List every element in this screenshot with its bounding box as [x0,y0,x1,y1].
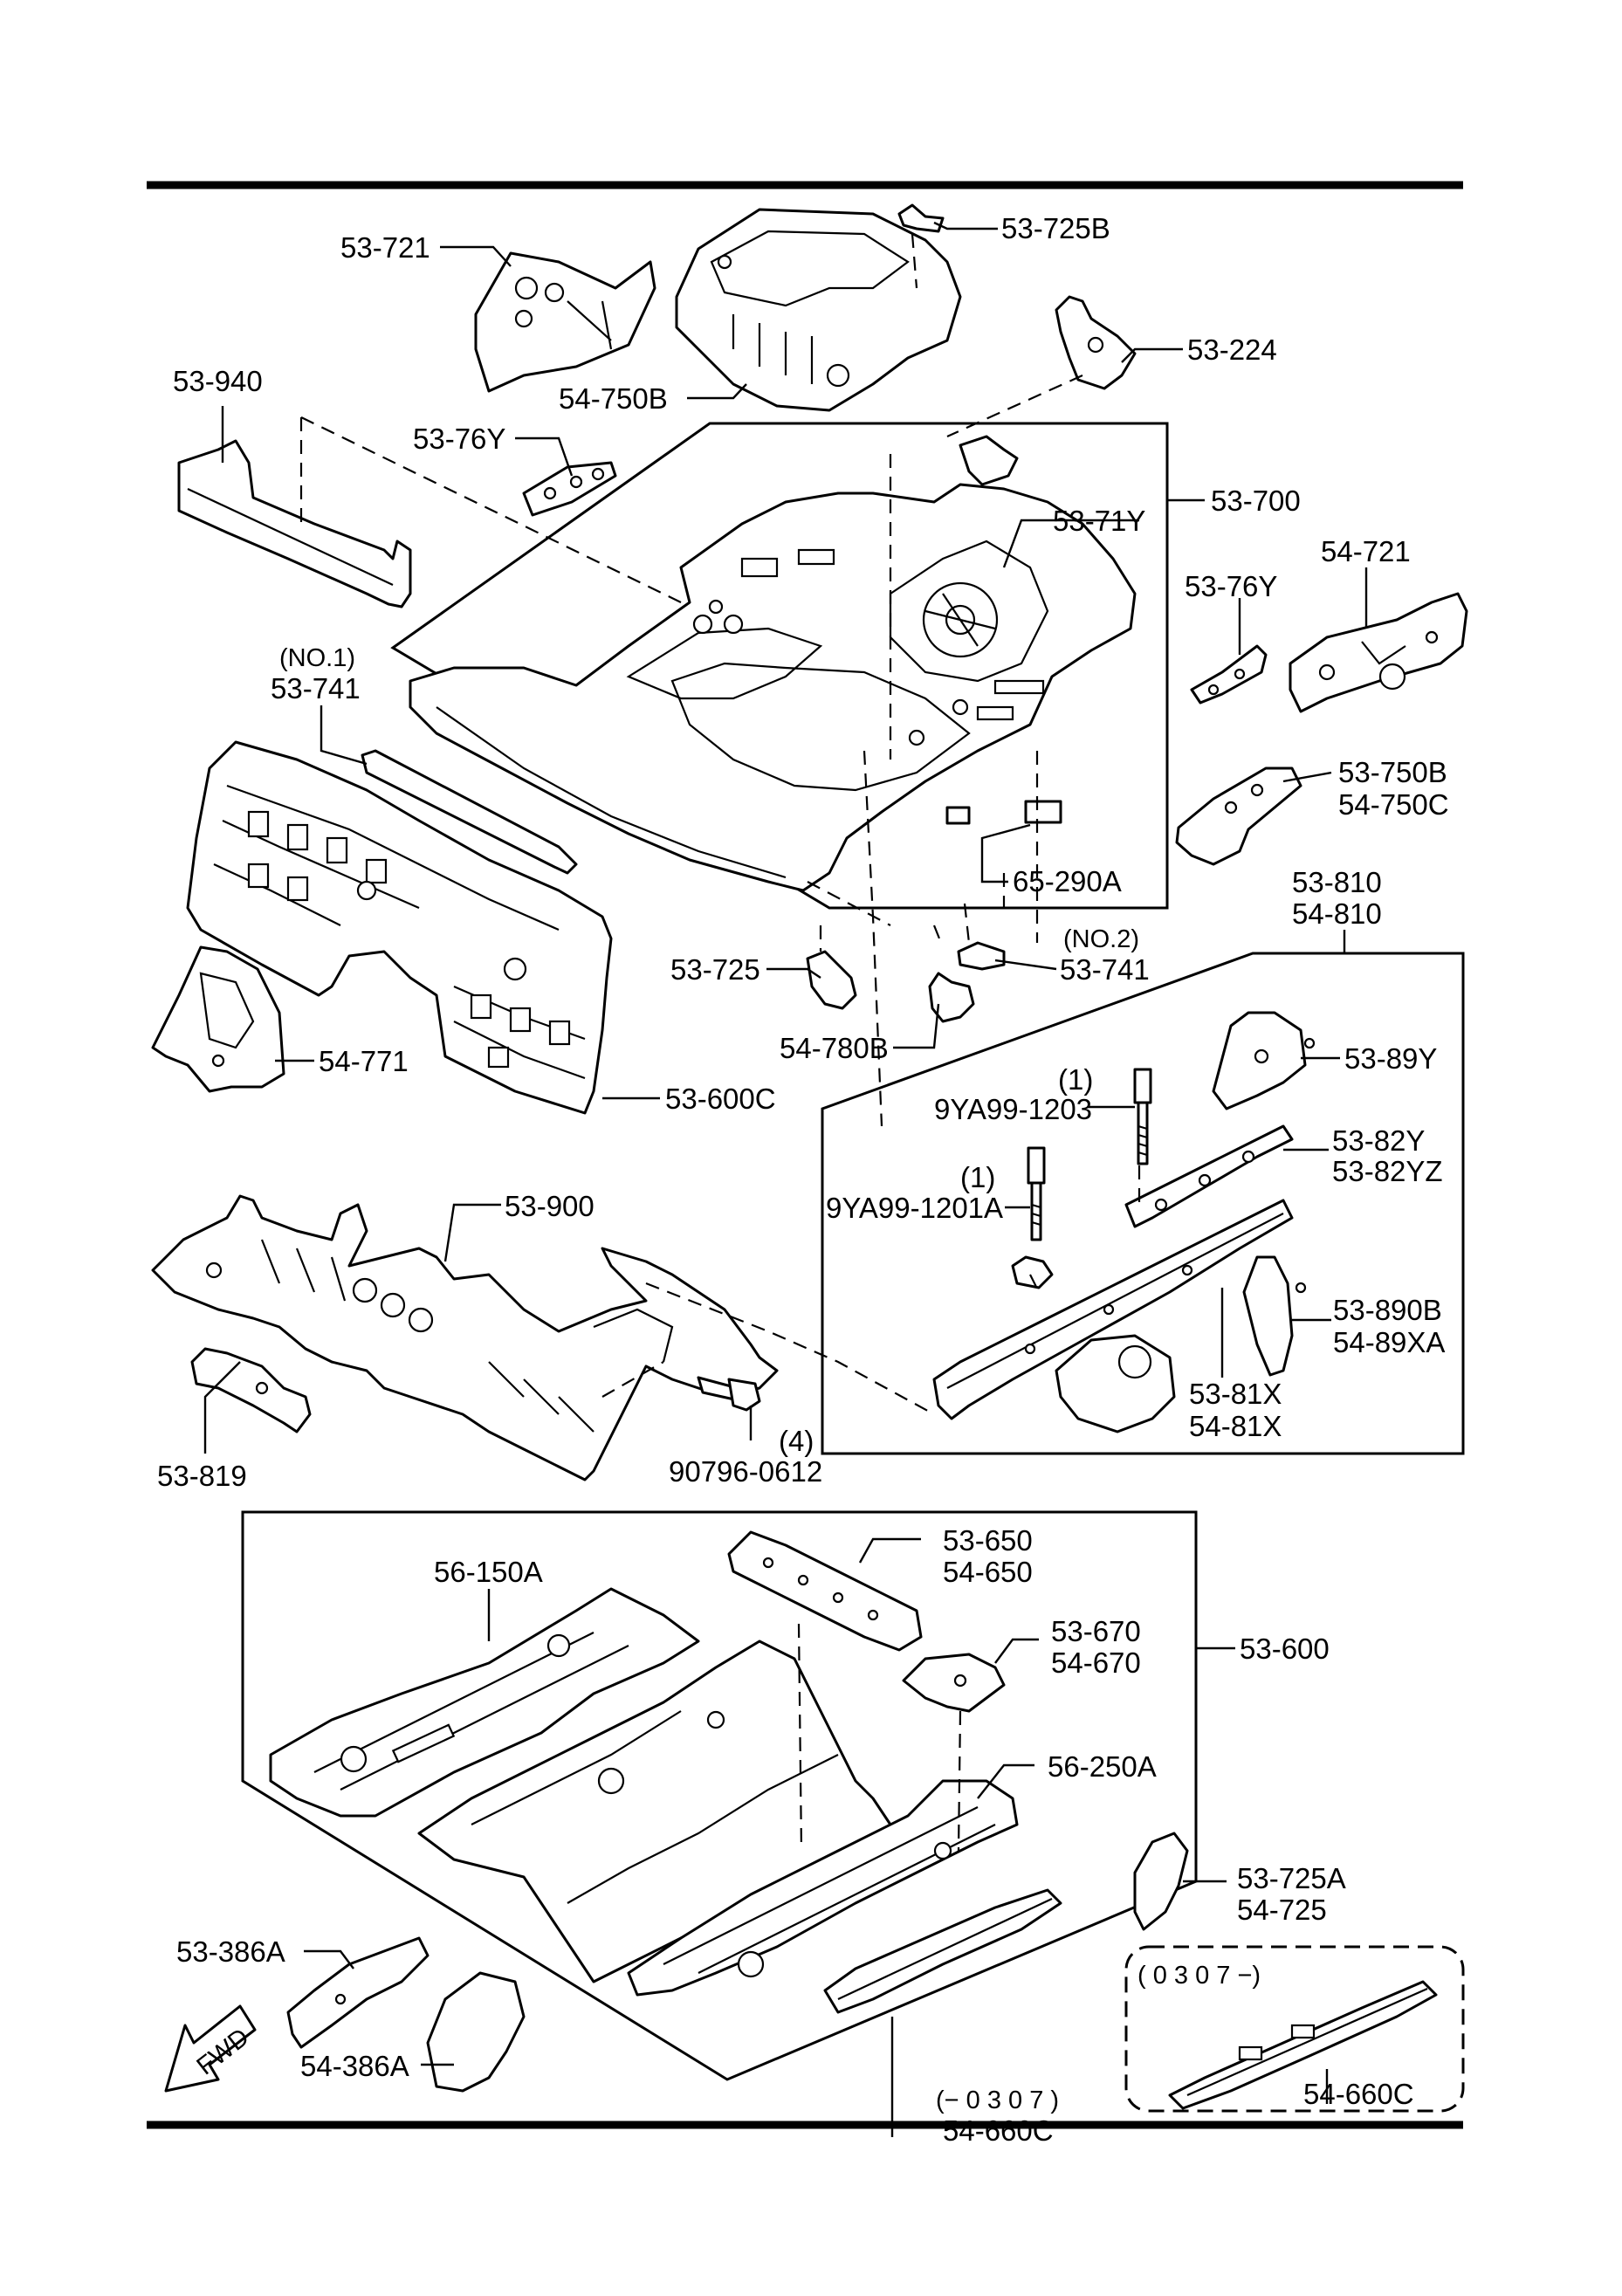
callout-53-741-no2: 53-741 [1060,953,1150,986]
callout-0307-to: (− 0 3 0 7 ) [936,2086,1059,2114]
callout-54-750B: 54-750B [559,382,668,415]
callout-53-900: 53-900 [505,1190,595,1222]
part-53-819 [190,1347,312,1433]
callout-53-81X: 53-81X [1189,1378,1282,1410]
part-53-89Y [1212,1011,1316,1110]
callout-labels: 53-721 53-725B 53-224 54-750B 53-940 53-… [157,212,1449,2147]
part-53-741-no2 [957,941,1006,971]
callout-53-82YZ: 53-82YZ [1332,1155,1443,1187]
callout-53-76Y-right: 53-76Y [1185,570,1277,602]
callout-53-725A: 53-725A [1237,1862,1346,1894]
callout-54-771: 54-771 [319,1045,409,1077]
callout-9YA99-1201A: 9YA99-1201A [826,1192,1003,1224]
callout-54-780B: 54-780B [780,1032,889,1064]
part-54-780B [928,972,975,1023]
part-53-82Y [1124,1124,1294,1228]
part-53-750B [1175,766,1302,866]
callout-53-82Y: 53-82Y [1332,1124,1425,1157]
callout-qty-1203: (1) [1058,1063,1093,1096]
callout-53-741-no1: 53-741 [271,672,361,705]
part-53-721 [474,251,656,393]
part-53-725 [806,950,857,1010]
part-53-76Y-left [522,461,617,517]
part-9YA99-1201A [1011,1146,1054,1289]
callout-0307-from: ( 0 3 0 7 −) [1137,1962,1261,1990]
part-54-660C-post0307 [1168,1980,1438,2110]
part-53-725B [897,203,945,233]
part-53-650 [727,1530,923,1652]
callout-53-819: 53-819 [157,1460,247,1492]
part-56-250A [627,1779,1019,1997]
part-53-224 [1055,295,1137,390]
callout-53-721: 53-721 [340,231,430,264]
part-56-150A [269,1587,700,1818]
callout-54-386A: 54-386A [300,2050,409,2082]
part-53-71Y-bracket [959,435,1019,486]
callout-53-650: 53-650 [943,1524,1033,1557]
part-65-290A [945,800,1062,825]
callout-54-660C-post0307: 54-660C [1303,2078,1414,2110]
callout-53-224: 53-224 [1187,333,1277,366]
part-53-890B [1242,1255,1307,1377]
callout-9YA99-1203: 9YA99-1203 [934,1093,1092,1125]
callout-qty-4: (4) [779,1425,814,1457]
part-53-940 [177,439,412,608]
callout-54-650: 54-650 [943,1556,1033,1588]
part-53-741-no1 [361,749,578,875]
callout-no2: (NO.2) [1063,925,1139,953]
callout-53-670: 53-670 [1051,1615,1141,1647]
part-53-600C [186,740,613,1115]
part-54-771 [151,945,285,1093]
fwd-arrow-icon [164,2004,257,2093]
callout-56-250A: 56-250A [1048,1750,1157,1783]
frame-53-600 [241,1510,1198,2081]
callout-53-76Y-left: 53-76Y [413,423,505,455]
callout-qty-1201: (1) [960,1161,995,1193]
alignment-lines [299,233,1141,1852]
callout-54-89XA: 54-89XA [1333,1326,1445,1358]
callout-90796-0612: 90796-0612 [669,1455,822,1488]
part-53-670 [902,1653,1006,1713]
callout-54-660C-pre0307: 54-660C [943,2114,1054,2147]
part-54-386A [426,1971,526,2093]
callout-54-810: 54-810 [1292,897,1382,930]
leader-lines [203,221,1368,2137]
callout-54-750C: 54-750C [1338,788,1449,821]
part-9YA99-1203 [1133,1068,1152,1165]
part-54-721 [1289,592,1468,713]
part-53-81X [932,1199,1294,1433]
callout-53-890B: 53-890B [1333,1294,1442,1326]
frame-0307-variant [1124,1945,1465,2113]
part-90796-0612 [697,1376,761,1412]
callout-54-721: 54-721 [1321,535,1411,567]
part-53-386A [286,1936,430,2049]
callout-53-940: 53-940 [173,365,263,397]
callout-53-600: 53-600 [1240,1633,1330,1665]
callout-53-386A: 53-386A [176,1935,285,1968]
callout-53-700: 53-700 [1211,485,1301,517]
callout-56-150A: 56-150A [434,1556,543,1588]
callout-53-750B: 53-750B [1338,756,1447,788]
callout-54-725: 54-725 [1237,1894,1327,1926]
callout-53-89Y: 53-89Y [1344,1042,1437,1075]
part-54-660C-pre0307 [823,1888,1062,2014]
part-53-725A [1133,1832,1189,1931]
part-53-76Y-right [1190,644,1268,705]
callout-53-71Y: 53-71Y [1053,505,1145,537]
part-53-900 [151,1194,779,1481]
callout-no1: (NO.1) [279,644,355,672]
callout-53-600C: 53-600C [665,1083,776,1115]
callout-54-81X: 54-81X [1189,1410,1282,1442]
callout-53-725: 53-725 [670,953,760,986]
part-54-750B [675,208,962,412]
part-53-700 [409,483,1137,892]
callout-54-670: 54-670 [1051,1646,1141,1679]
callout-53-725B: 53-725B [1001,212,1110,244]
frame-53-810 [821,952,1465,1455]
callout-65-290A: 65-290A [1013,865,1122,897]
callout-53-810: 53-810 [1292,866,1382,898]
